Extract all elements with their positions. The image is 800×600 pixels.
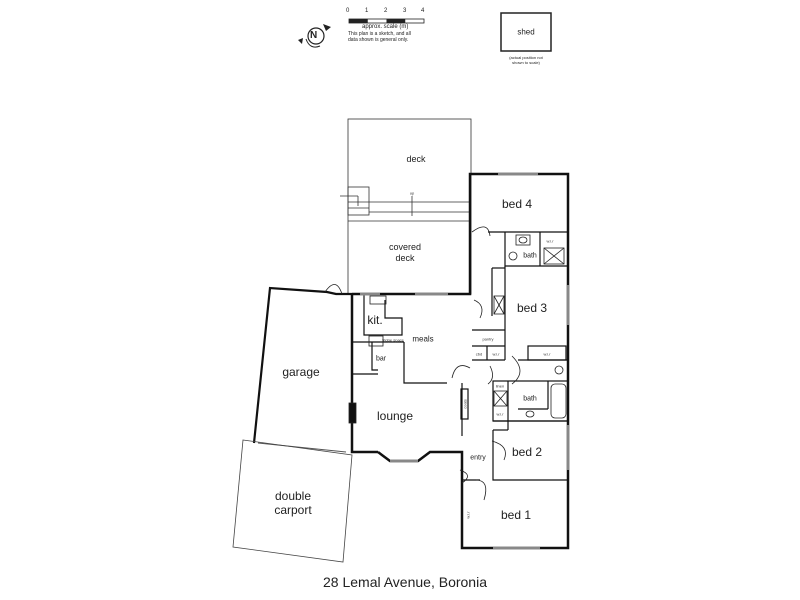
coats-cupboard: coats bbox=[462, 399, 468, 409]
room-covered-deck-line2: deck bbox=[395, 253, 415, 263]
scale-tick-2: 2 bbox=[384, 8, 388, 14]
property-address-title: 28 Lemal Avenue, Boronia bbox=[323, 574, 487, 590]
garage-outline bbox=[232, 286, 353, 563]
room-bed-2: bed 2 bbox=[511, 445, 543, 459]
robe-bed2: w.i.r bbox=[496, 411, 504, 417]
scale-tick-1: 1 bbox=[365, 8, 369, 14]
robe-bed1: w.i.r bbox=[465, 511, 471, 519]
room-bath-lower: bath bbox=[523, 395, 537, 403]
scale-tick-3: 3 bbox=[403, 8, 407, 14]
disclaimer-line-1: This plan is a sketch, and all bbox=[348, 31, 411, 37]
room-carport-line1: double bbox=[274, 489, 312, 503]
north-label: N bbox=[310, 30, 318, 41]
fridge-space: fridge space bbox=[382, 337, 404, 343]
room-covered-deck-line1: covered bbox=[388, 242, 422, 252]
room-meals: meals bbox=[412, 334, 434, 344]
linen-cupboard-2: linen bbox=[495, 383, 505, 389]
cloak-cupboard: cbd bbox=[475, 351, 483, 357]
interior-walls bbox=[352, 231, 569, 481]
north-arrow-icon bbox=[298, 24, 331, 48]
robe-bed3: w.i.r bbox=[543, 351, 551, 357]
room-entry: entry bbox=[470, 454, 486, 462]
room-kitchen: kit. bbox=[367, 313, 383, 327]
room-lounge: lounge bbox=[376, 409, 414, 423]
room-pantry: pantry bbox=[482, 336, 494, 342]
windows bbox=[360, 172, 570, 550]
room-garage: garage bbox=[282, 365, 320, 379]
shed-note-2: shown to scale) bbox=[512, 60, 540, 65]
room-bed-4: bed 4 bbox=[501, 197, 533, 211]
disclaimer-line-2: data shown is general only. bbox=[348, 37, 409, 43]
scale-bar bbox=[348, 18, 425, 24]
room-bar: bar bbox=[375, 355, 387, 363]
linen-cupboard: w.i.r bbox=[492, 351, 500, 357]
deck-outline bbox=[340, 118, 472, 295]
fixtures bbox=[324, 226, 567, 501]
room-deck: deck bbox=[406, 154, 426, 164]
room-bed-1: bed 1 bbox=[500, 508, 532, 522]
room-bath-upper: bath bbox=[523, 252, 537, 260]
scale-caption: approx. scale (m) bbox=[362, 24, 409, 30]
robe-bed4: w.i.r bbox=[546, 238, 554, 244]
up-marker: up bbox=[409, 190, 415, 196]
shed-note-1: (actual position not bbox=[509, 55, 543, 60]
room-bed-3: bed 3 bbox=[516, 301, 548, 315]
shed-label: shed bbox=[517, 27, 535, 37]
room-carport-line2: carport bbox=[274, 503, 312, 517]
scale-tick-4: 4 bbox=[421, 8, 425, 14]
scale-tick-0: 0 bbox=[346, 8, 350, 14]
shed-outline bbox=[500, 12, 552, 52]
